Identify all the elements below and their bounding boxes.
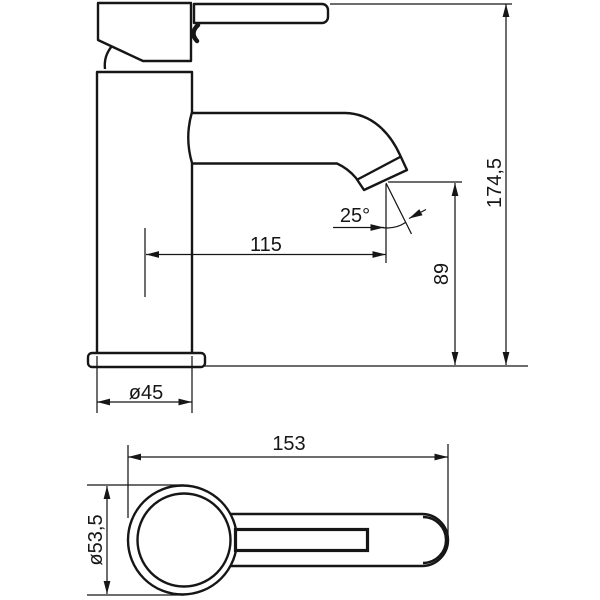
dimension-total-length: 153 [127,433,449,534]
lever-handle-side [192,2,330,25]
spout-fill [192,113,407,190]
faucet-body-outline [95,70,194,354]
side-view: 174,5 89 115 25° ø45 [86,1,528,413]
dimension-base-diameter: ø45 [96,356,193,413]
lever-joint-curve [191,22,201,44]
body-inner-circle [136,492,232,588]
faucet-body-column [97,72,192,354]
body-diameter-label: ø53,5 [85,514,107,565]
dimension-spout-reach: 115 [144,184,387,297]
aerator-seam-line [356,155,402,181]
angle-leader-arrow [408,208,427,220]
lever-tip-inner-arc [422,515,448,565]
top-view: 153 ø53,5 [85,433,450,596]
spout-reach-label: 115 [250,234,282,256]
lever-slot [233,527,370,553]
spout-angle-label: 25° [340,205,370,227]
dimension-body-diameter: ø53,5 [85,484,184,596]
base-plate [86,351,207,369]
base-diameter-label: ø45 [129,382,163,404]
outlet-height-label: 89 [431,263,453,285]
handle-body [96,1,193,63]
lever-back-arc [103,45,113,70]
dimension-total-height: 174,5 [330,3,512,365]
angle-reference-line [385,182,413,235]
angle-arc [381,221,406,229]
total-length-label: 153 [272,433,305,455]
dimension-spout-angle: 25° [333,182,427,235]
total-height-label: 174,5 [484,158,506,208]
dimension-outlet-height: 89 [388,181,462,365]
spout-outline [192,111,409,192]
